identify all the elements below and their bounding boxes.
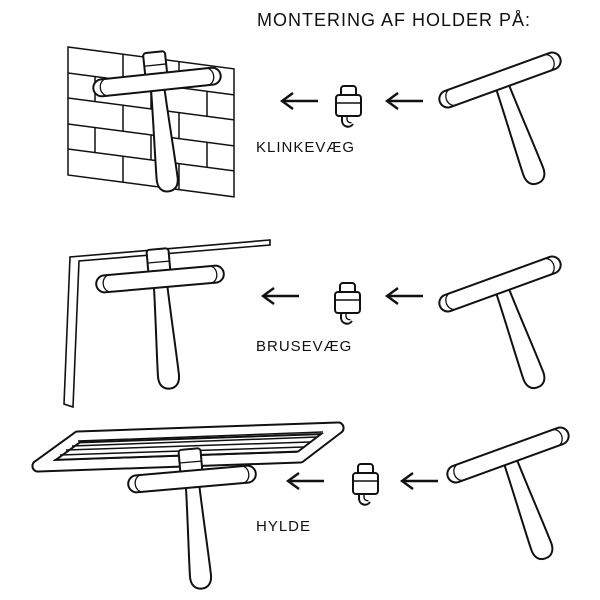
holder-clip-icon (335, 85, 362, 128)
row-label-brusevaeg: BRUSEVÆG (256, 338, 353, 355)
squeegee-icon (435, 253, 599, 411)
holder-clip-icon (334, 282, 361, 325)
arrow-left-icon (385, 286, 425, 306)
row-label-klinkevaeg: KLINKEVÆG (256, 139, 356, 156)
arrow-left-icon (385, 91, 425, 111)
arrow-left-icon (261, 286, 301, 306)
arrow-left-icon (280, 91, 320, 111)
holder-clip-icon (352, 463, 379, 506)
shelf-illustration (31, 421, 345, 473)
squeegee-icon (435, 49, 599, 207)
squeegee-icon (443, 424, 600, 582)
squeegee-on-glass-wall (94, 244, 234, 395)
shower-glass-wall-illustration (63, 239, 271, 409)
arrow-left-icon (286, 471, 326, 491)
arrow-left-icon (400, 471, 440, 491)
row-label-hylde: HYLDE (256, 518, 312, 535)
page-title: MONTERING AF HOLDER PÅ: (257, 10, 532, 30)
